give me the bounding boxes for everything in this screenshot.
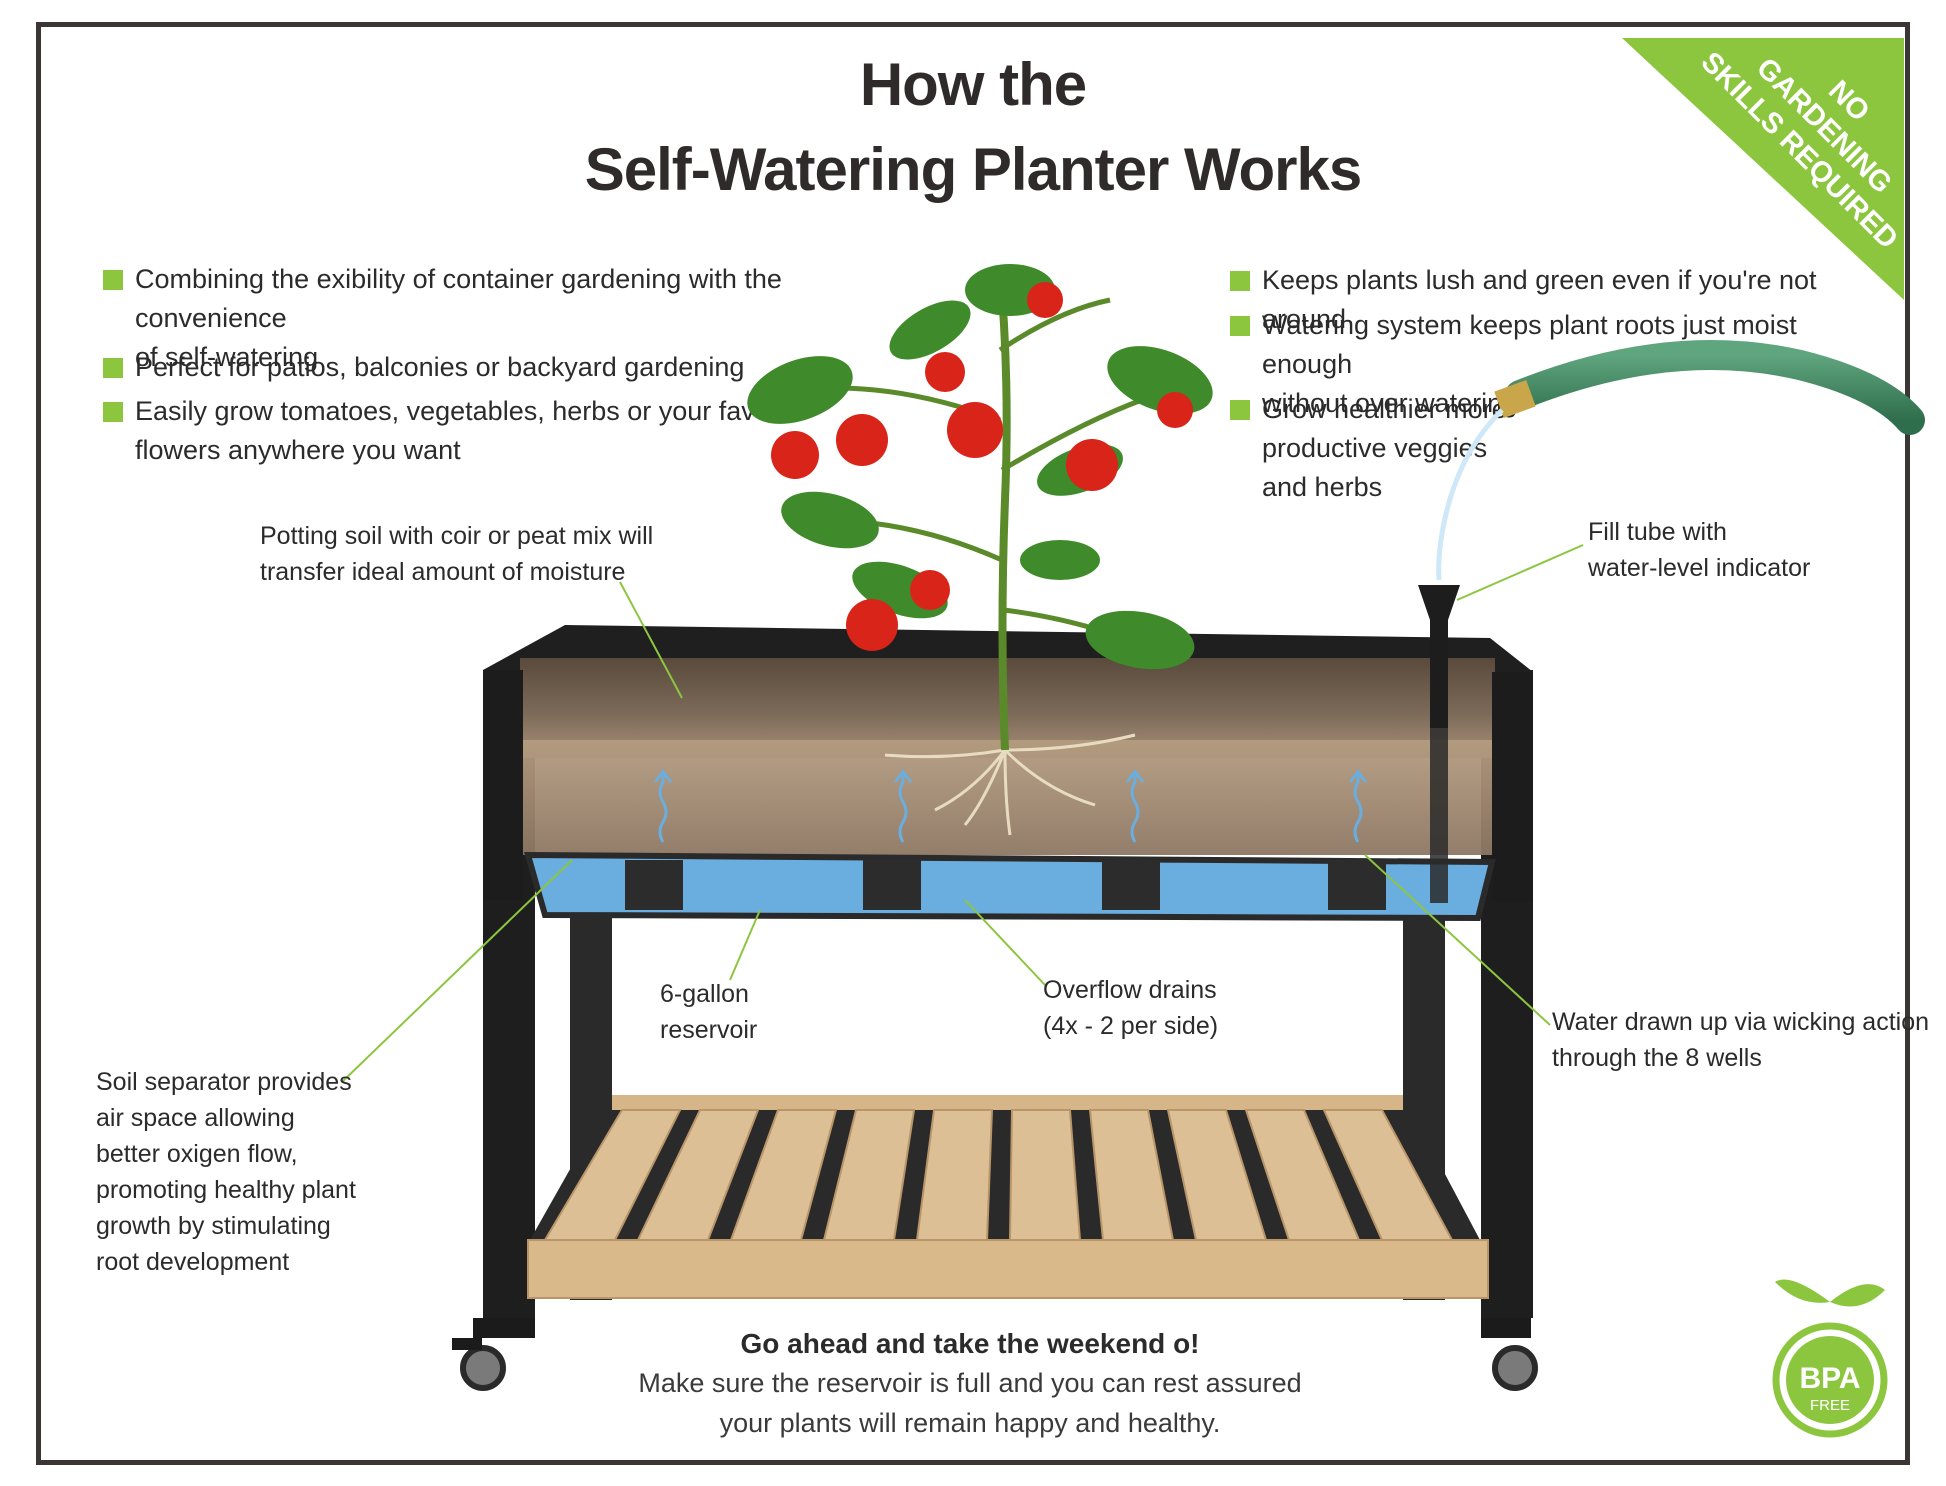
garden-hose <box>1436 340 1925 581</box>
right-bullet-2: Watering system keeps plant roots just m… <box>1230 306 1870 423</box>
title-line-2: Self-Watering Planter Works <box>584 136 1363 203</box>
left-bullet-1: Combining the exibility of container gar… <box>103 260 883 377</box>
right-bullet-3: Grow healthier more productive veggies a… <box>1230 390 1530 507</box>
callout-fill-tube: Fill tube with water-level indicator <box>1588 518 1811 582</box>
callout-overflow: Overflow drains (4x - 2 per side) <box>1043 976 1219 1040</box>
border-frame <box>36 22 1910 1465</box>
wicking-arrows <box>653 769 1368 843</box>
planter-box <box>483 625 1533 902</box>
callout-separator: Soil separator provides air space allowi… <box>96 1068 356 1276</box>
badge-sub-text: FREE <box>1810 1397 1850 1414</box>
callout-soil: Potting soil with coir or peat mix will … <box>260 522 654 586</box>
bullet-square-icon <box>1230 271 1250 291</box>
bullet-square-icon <box>103 358 123 378</box>
tomato-plant <box>747 264 1213 751</box>
water-reservoir <box>524 851 1496 922</box>
wooden-shelf <box>527 1095 1489 1299</box>
plant-roots <box>884 733 1136 836</box>
shelf-slat <box>1008 1109 1082 1241</box>
badge-main-text: BPA <box>1799 1362 1860 1395</box>
title-line-1: How the <box>859 51 1087 118</box>
callout-reservoir: 6-gallon reservoir <box>660 980 758 1044</box>
callout-wicking: Water drawn up via wicking action throug… <box>1552 1008 1930 1072</box>
tomato-fruits <box>771 282 1193 651</box>
fill-tube <box>1418 585 1460 903</box>
bullet-square-icon <box>1230 316 1250 336</box>
footer-line-1: Make sure the reservoir is full and you … <box>638 1368 1302 1398</box>
bpa-free-badge: BPA FREE <box>1772 1279 1888 1438</box>
footer-line-2: your plants will remain happy and health… <box>719 1408 1221 1438</box>
caster-wheels <box>452 1318 1538 1391</box>
left-bullet-3: Easily grow tomatoes, vegetables, herbs … <box>103 392 883 470</box>
callout-leader-lines <box>341 544 1584 1083</box>
bullet-square-icon <box>1230 400 1250 420</box>
left-bullet-2: Perfect for patios, balconies or backyar… <box>103 348 883 387</box>
bullet-square-icon <box>103 270 123 290</box>
bullet-square-icon <box>103 402 123 422</box>
footer-heading: Go ahead and take the weekend o! <box>740 1328 1200 1359</box>
right-bullet-1: Keeps plants lush and green even if you'… <box>1230 261 1870 339</box>
